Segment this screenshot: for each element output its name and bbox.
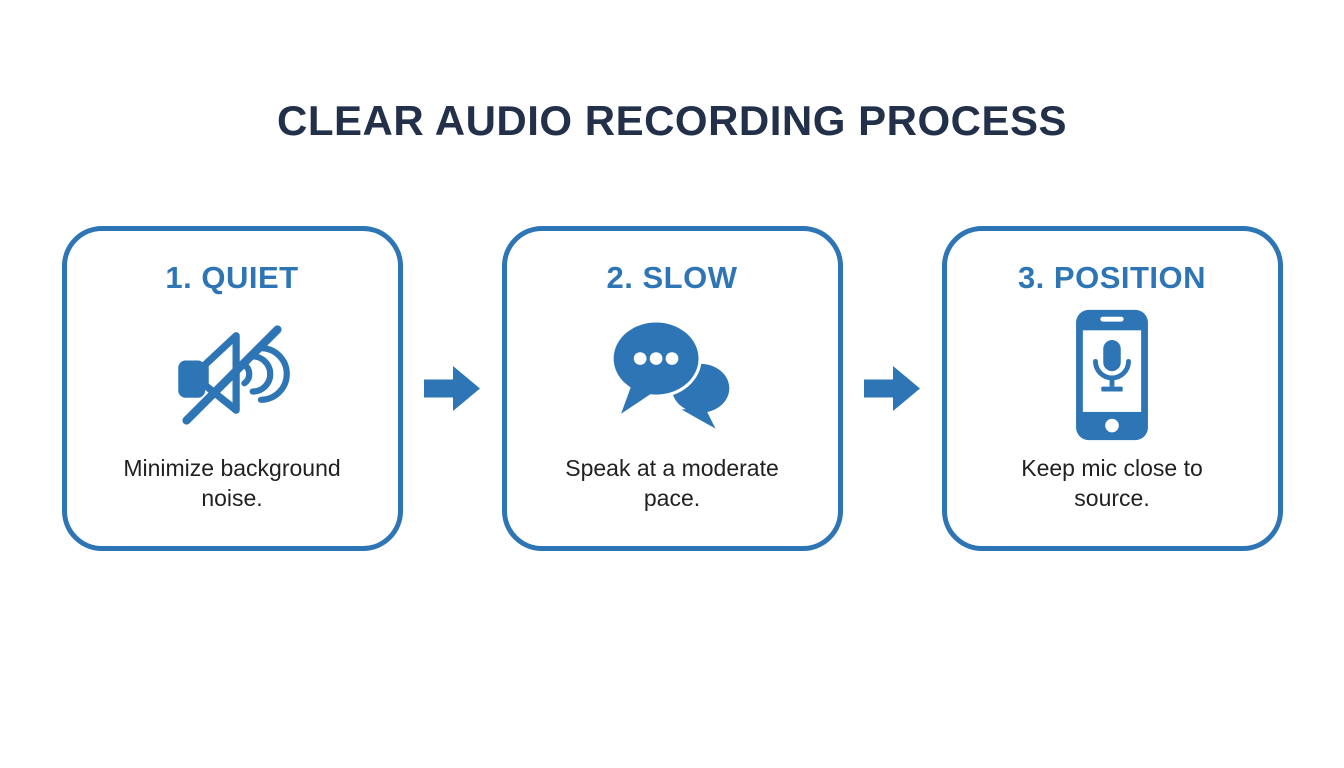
phone-mic-icon bbox=[1073, 295, 1151, 454]
arrow-right-icon bbox=[423, 365, 481, 412]
step-description: Speak at a moderate pace. bbox=[565, 455, 779, 512]
muted-speaker-icon bbox=[166, 295, 298, 454]
step-heading: 1. QUIET bbox=[165, 260, 299, 296]
step-card-quiet: 1. QUIET Minimize background noise. bbox=[61, 226, 403, 552]
page-title: CLEAR AUDIO RECORDING PROCESS bbox=[276, 97, 1067, 144]
arrow-right-icon bbox=[863, 365, 921, 412]
step-card-position: 3. POSITION Keep mic close to source. bbox=[941, 226, 1283, 552]
process-flow: 1. QUIET Minimize background noise. bbox=[0, 226, 1344, 552]
step-heading: 2. SLOW bbox=[606, 260, 738, 296]
step-heading: 3. POSITION bbox=[1017, 260, 1207, 296]
step-card-slow: 2. SLOW Speak at a moderate pace. bbox=[501, 226, 843, 552]
infographic-canvas: CLEAR AUDIO RECORDING PROCESS 1. QUIET M… bbox=[0, 97, 1344, 768]
step-description: Keep mic close to source. bbox=[1021, 455, 1203, 512]
chat-bubbles-icon bbox=[603, 295, 741, 454]
step-description: Minimize background noise. bbox=[123, 455, 341, 512]
